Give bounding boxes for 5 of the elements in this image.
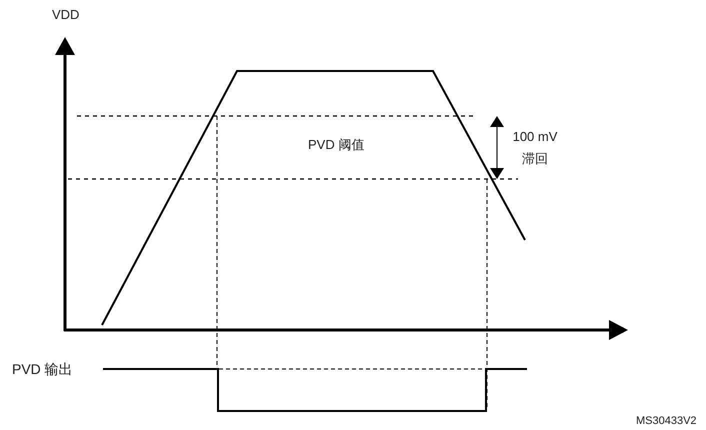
signal-label: PVD 输出 bbox=[12, 361, 73, 377]
axis-label: VDD bbox=[52, 7, 80, 23]
figure-id: MS30433V2 bbox=[636, 414, 697, 429]
threshold-label: PVD 阈值 bbox=[308, 137, 364, 153]
hysteresis-label: 100 mV 滞回 bbox=[512, 128, 558, 168]
